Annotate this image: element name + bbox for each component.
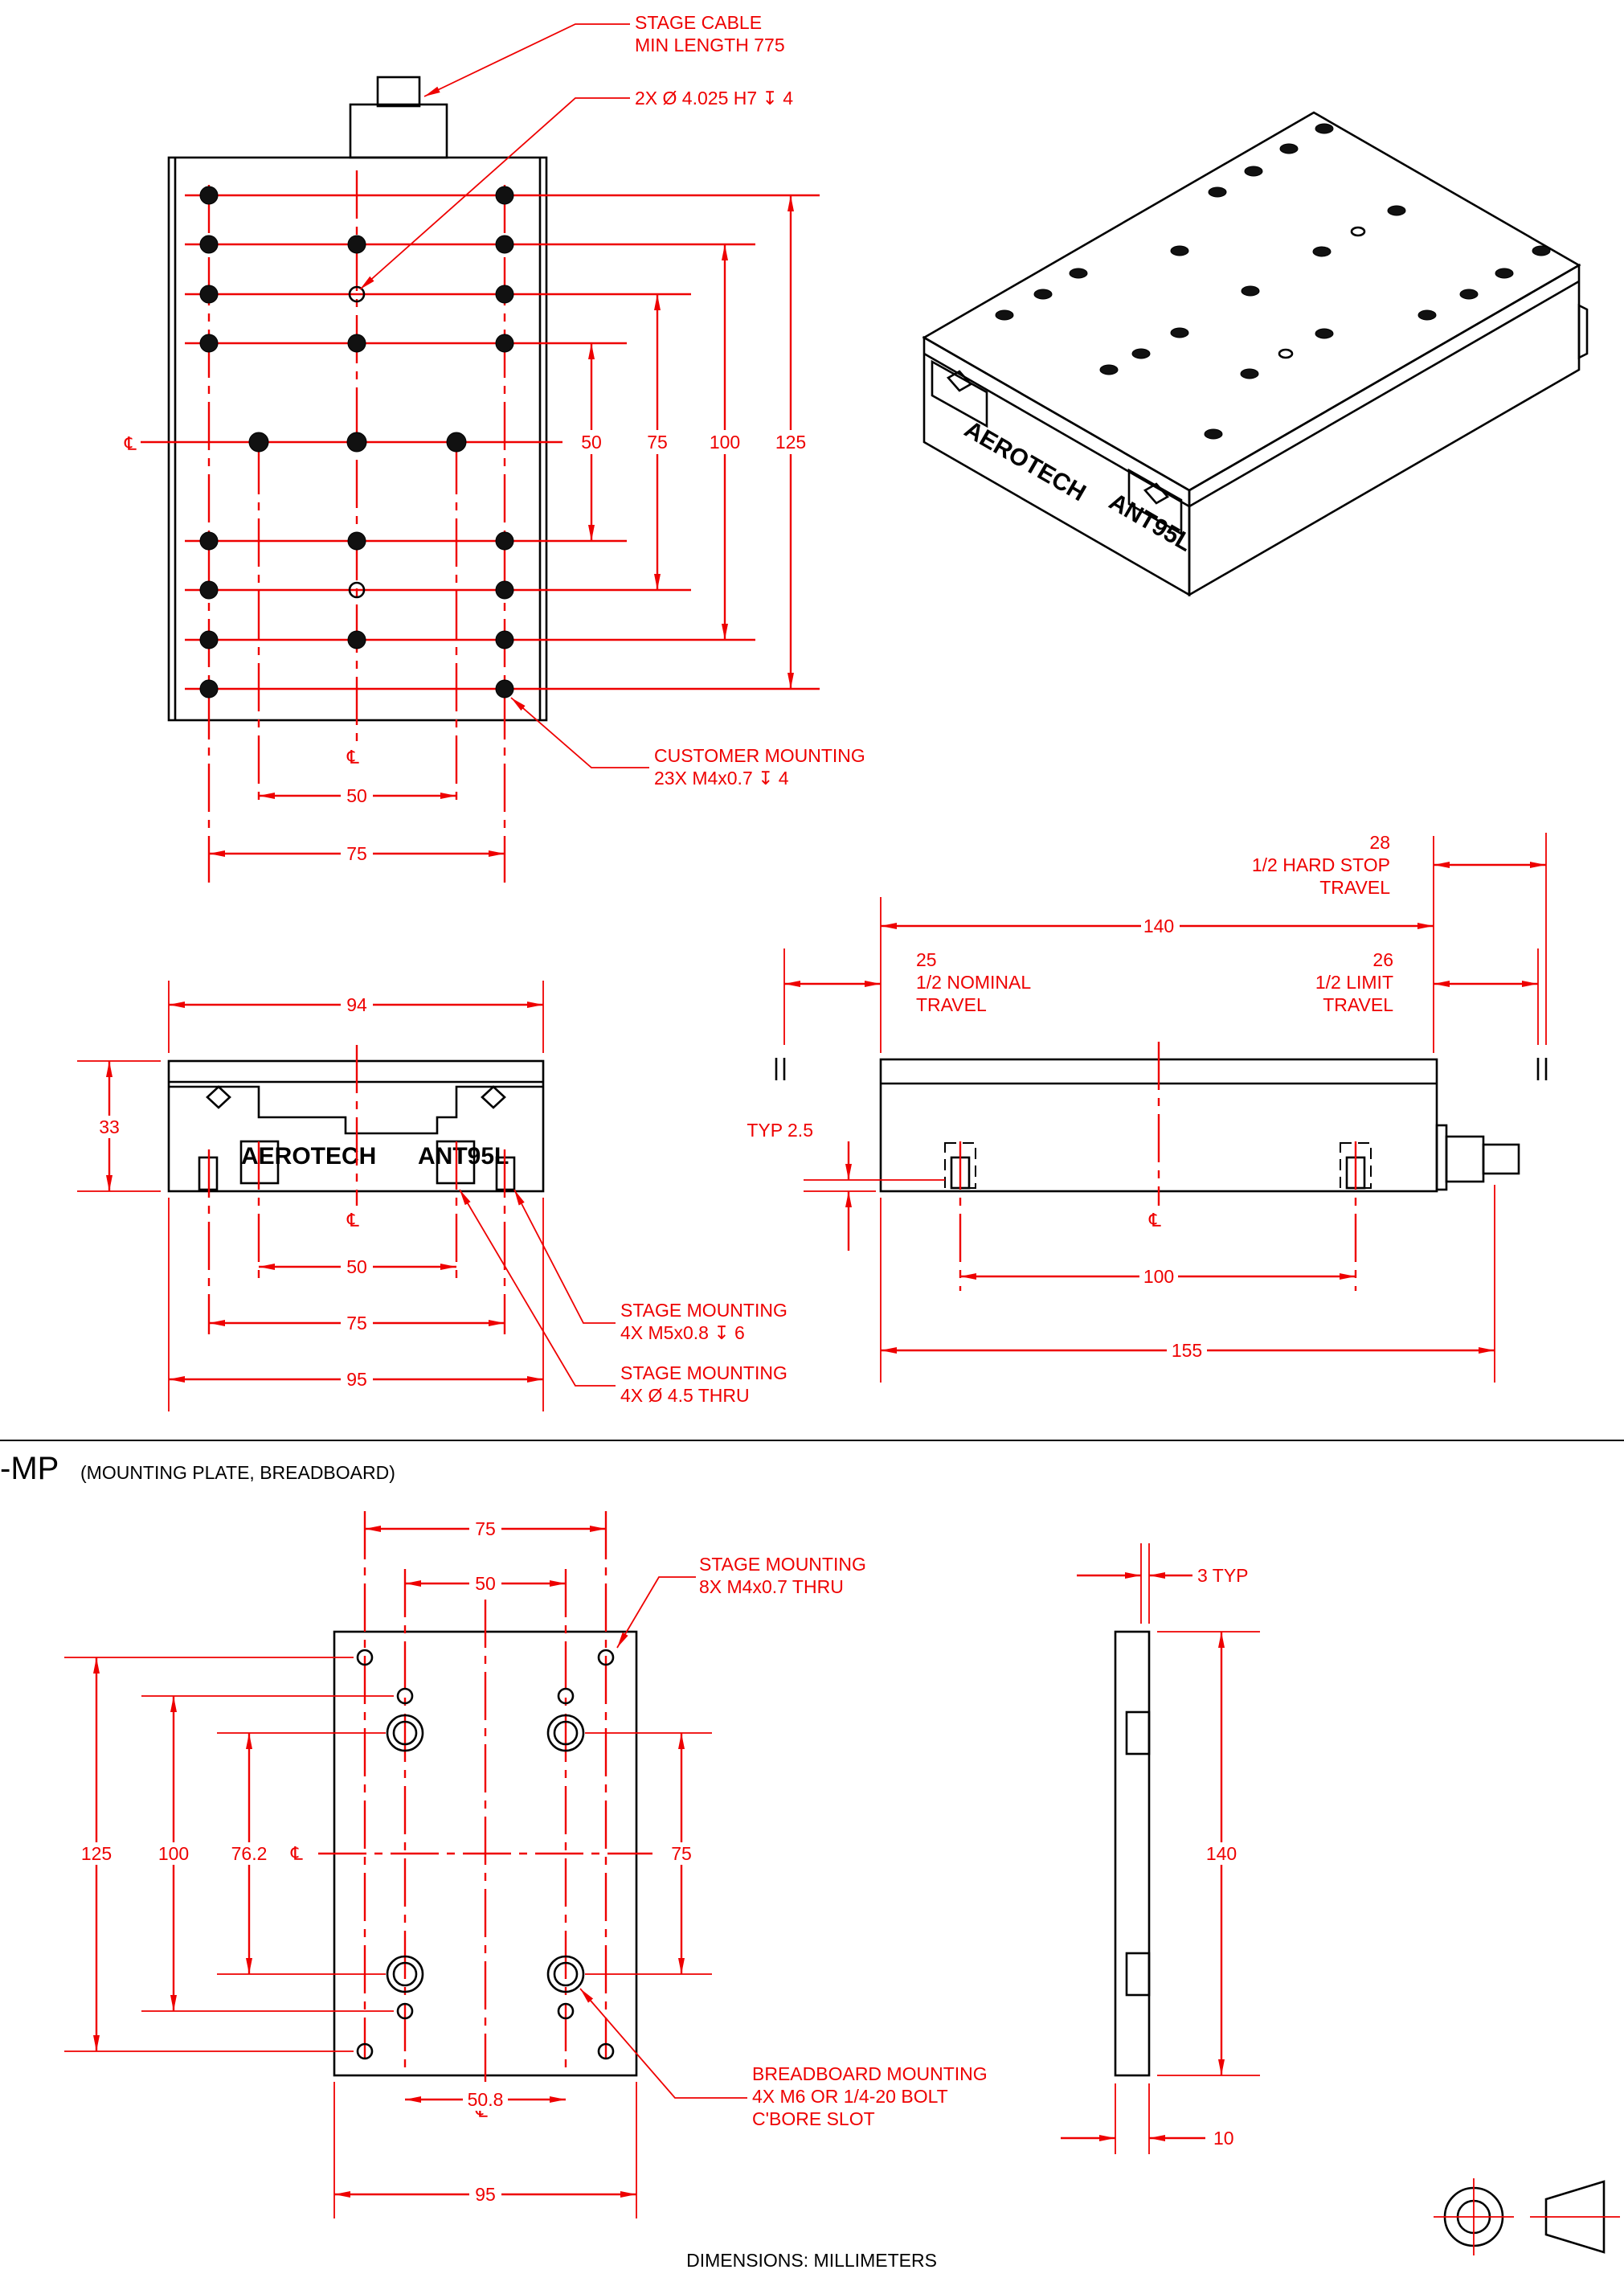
- dim-plate-100: 100: [158, 1843, 189, 1864]
- top-view: ℄ ℄ 50 75: [124, 12, 865, 883]
- note-plate-stage-mounting-1: STAGE MOUNTING: [699, 1554, 866, 1575]
- note-stage-mounting-thru-2: 4X Ø 4.5 THRU: [620, 1385, 750, 1406]
- note-hard-stop-2: 1/2 HARD STOP: [1252, 854, 1390, 875]
- dim-plate-top-50: 50: [475, 1573, 496, 1594]
- dim-plate-side-140: 140: [1206, 1843, 1237, 1864]
- dim-top-125: 125: [775, 432, 806, 453]
- note-stage-cable-1: STAGE CABLE: [635, 12, 762, 33]
- note-limit-3: TRAVEL: [1323, 994, 1393, 1015]
- note-typ-2-5: TYP 2.5: [747, 1120, 813, 1141]
- dim-plate-50-8: 50.8: [468, 2089, 504, 2110]
- plate-holes: [356, 1649, 615, 2060]
- note-limit-2: 1/2 LIMIT: [1315, 972, 1393, 993]
- note-stage-mounting-tapped-2: 4X M5x0.8 ↧ 6: [620, 1322, 745, 1343]
- cl-symbol-side: ℄: [1148, 1210, 1161, 1231]
- note-breadboard-3: C'BORE SLOT: [752, 2108, 875, 2129]
- iso-logo-model: ANT95L: [1105, 488, 1197, 556]
- note-plate-stage-mounting-2: 8X M4x0.7 THRU: [699, 1576, 844, 1597]
- dim-top-100: 100: [710, 432, 740, 453]
- dim-front-33: 33: [99, 1116, 120, 1137]
- note-customer-mounting-2: 23X M4x0.7 ↧ 4: [654, 768, 789, 789]
- side-view: ℄ 140 25 1/2 NOMINAL TRAVEL 26 1/2 LIMIT…: [747, 832, 1548, 1383]
- units-note: DIMENSIONS: MILLIMETERS: [686, 2250, 937, 2271]
- plate-view: ℄ ℄ 125: [64, 1511, 988, 2218]
- connector-outer: [349, 103, 448, 159]
- section-title-name: (MOUNTING PLATE, BREADBOARD): [80, 1462, 395, 1483]
- note-stage-mounting-thru-1: STAGE MOUNTING: [620, 1362, 787, 1383]
- iso-holes: [995, 123, 1551, 440]
- cl-symbol-top-bottom: ℄: [346, 747, 359, 768]
- note-hard-stop-1: 28: [1369, 832, 1390, 853]
- note-hard-stop-3: TRAVEL: [1319, 877, 1390, 898]
- iso-logo-brand: AEROTECH: [960, 416, 1090, 506]
- dim-plate-95: 95: [475, 2184, 496, 2205]
- dim-plate-top-75: 75: [475, 1518, 496, 1539]
- plate-side-view: 3 TYP 140 10: [1061, 1543, 1260, 2154]
- dim-side-140: 140: [1143, 916, 1174, 936]
- cl-symbol-front: ℄: [346, 1210, 359, 1231]
- dim-top-h75: 75: [346, 843, 367, 864]
- dim-plate-75-right: 75: [671, 1843, 692, 1864]
- connector-inner: [376, 76, 421, 108]
- note-bore: 2X Ø 4.025 H7 ↧ 4: [635, 88, 793, 109]
- note-nominal-3: TRAVEL: [916, 994, 987, 1015]
- note-customer-mounting-1: CUSTOMER MOUNTING: [654, 745, 865, 766]
- dim-side-155: 155: [1172, 1340, 1202, 1361]
- note-nominal-2: 1/2 NOMINAL: [916, 972, 1031, 993]
- front-view: AEROTECH ANT95L ℄ 94 33 50 75 95 STAGE M…: [77, 981, 787, 1411]
- front-logo-brand: AEROTECH: [241, 1143, 376, 1170]
- projection-symbol-icon: [1434, 2178, 1620, 2255]
- note-stage-cable-2: MIN LENGTH 775: [635, 35, 785, 55]
- front-logo-model: ANT95L: [418, 1143, 509, 1170]
- note-breadboard-1: BREADBOARD MOUNTING: [752, 2063, 988, 2084]
- dim-top-50: 50: [581, 432, 602, 453]
- isometric-view: AEROTECH ANT95L: [922, 111, 1589, 597]
- dim-front-95: 95: [346, 1369, 367, 1390]
- section-title-code: -MP: [0, 1451, 59, 1486]
- note-nominal-1: 25: [916, 949, 937, 970]
- dim-front-75: 75: [346, 1313, 367, 1334]
- dim-plate-side-10: 10: [1213, 2128, 1234, 2149]
- dim-plate-76-2: 76.2: [231, 1843, 268, 1864]
- note-breadboard-2: 4X M6 OR 1/4-20 BOLT: [752, 2086, 948, 2107]
- note-limit-1: 26: [1372, 949, 1393, 970]
- dim-side-100: 100: [1143, 1266, 1174, 1287]
- dim-plate-125: 125: [81, 1843, 112, 1864]
- dim-front-50: 50: [346, 1256, 367, 1277]
- cl-symbol-plate-left: ℄: [290, 1843, 303, 1864]
- note-3-typ: 3 TYP: [1197, 1565, 1249, 1586]
- dim-front-94: 94: [346, 994, 367, 1015]
- note-stage-mounting-tapped-1: STAGE MOUNTING: [620, 1300, 787, 1321]
- dim-top-h50: 50: [346, 785, 367, 806]
- mounting-holes: [199, 186, 514, 698]
- cl-symbol-top-left: ℄: [124, 433, 137, 454]
- dim-top-75: 75: [647, 432, 668, 453]
